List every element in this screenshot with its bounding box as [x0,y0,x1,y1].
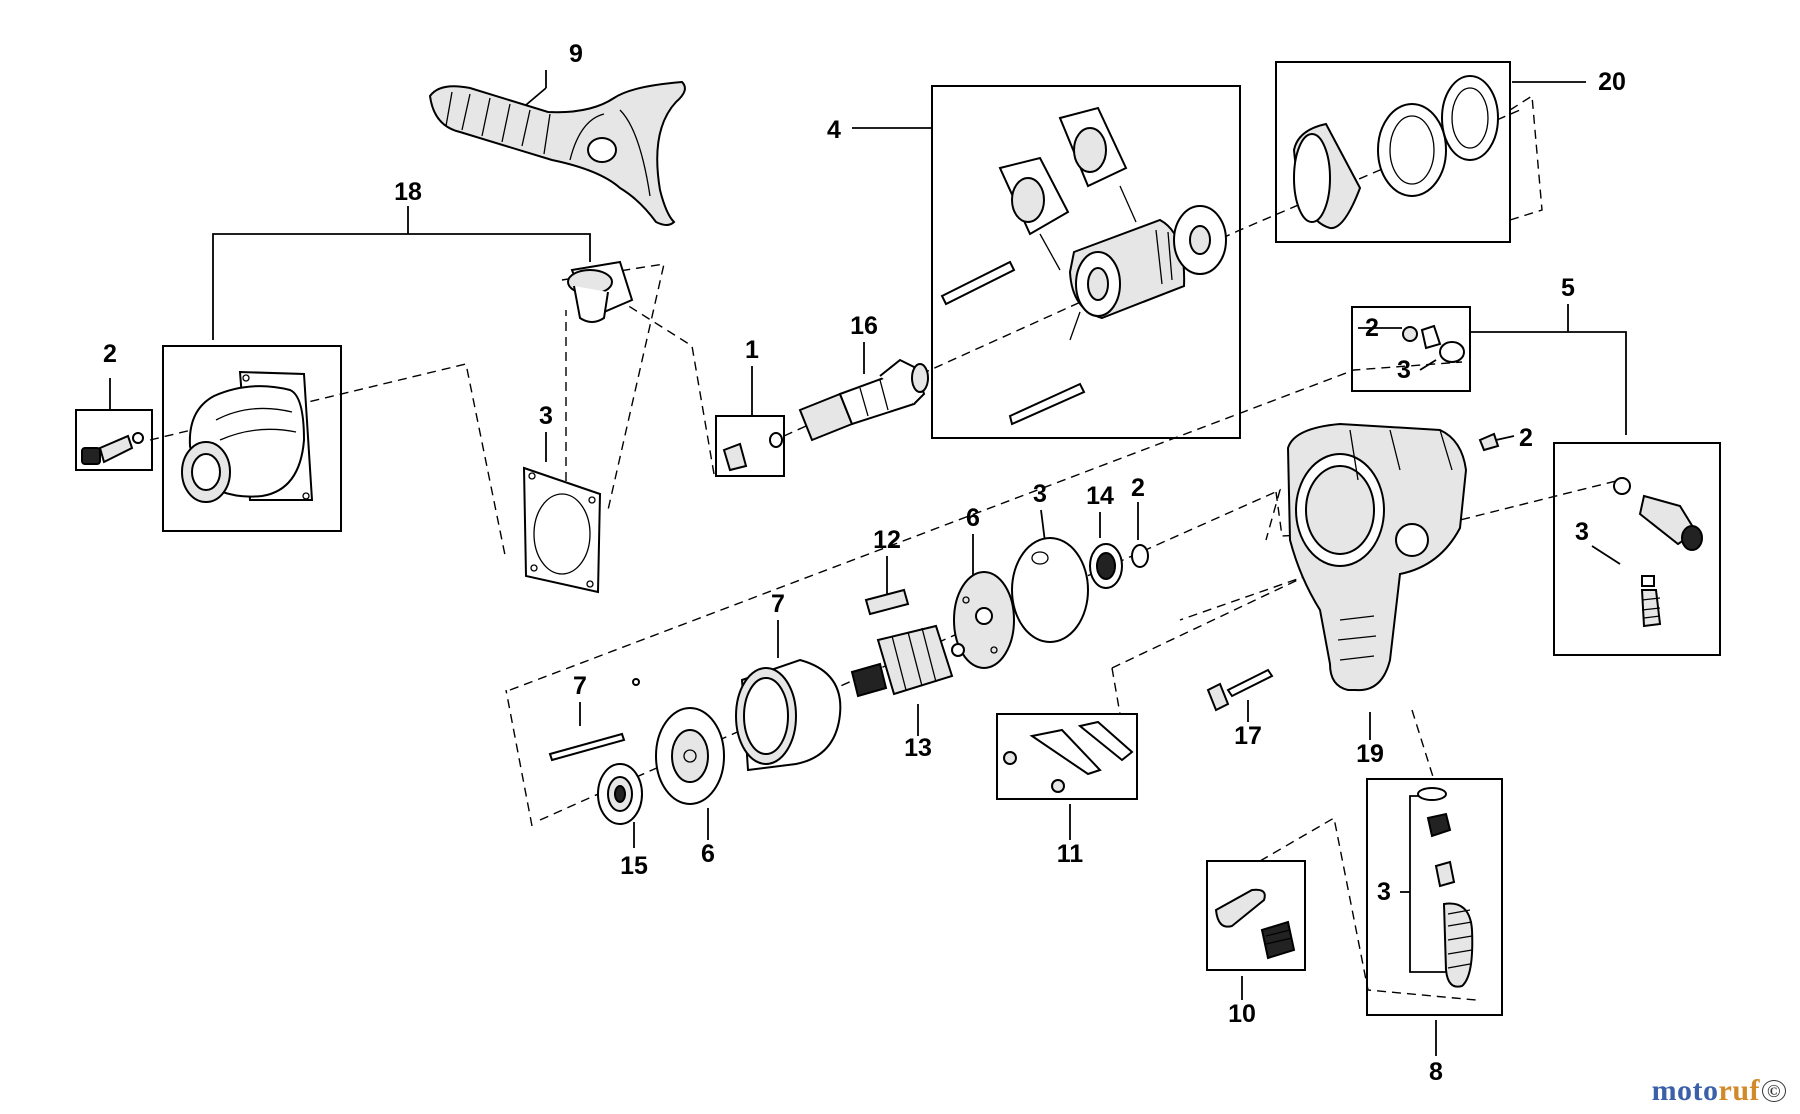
callout-1: 1 [745,336,759,364]
part-12-blade [864,588,910,616]
part-2-3-valve-parts [1402,324,1465,363]
part-6-rear-plate [953,571,1015,669]
callout-12: 12 [873,526,901,554]
callout-20: 20 [1598,68,1626,96]
callout-3-throttle: 3 [1377,878,1391,906]
part-7-cylinder [735,658,842,772]
dash-muffler [1259,816,1477,1001]
callout-3-valve: 3 [1397,356,1411,384]
frame-5-reverse [1553,442,1721,656]
part-8-throttle-valve [1417,787,1474,988]
callout-13: 13 [904,734,932,762]
callout-16: 16 [850,312,878,340]
leader-2c [1495,435,1515,441]
frame-11-lever [996,713,1138,800]
callout-18: 18 [394,178,422,206]
part-18-bushing [567,260,634,323]
part-10-muffler [1214,888,1296,960]
callout-5: 5 [1561,274,1575,302]
watermark-copyright: © [1762,1080,1786,1102]
dash-main-axis [783,109,1521,437]
frame-20-bushing [1275,61,1511,243]
part-9-handle-grip [428,80,686,226]
part-2-plug [1478,432,1500,452]
dash-throttle [1411,709,1435,781]
callout-11: 11 [1057,840,1084,868]
bracket-5 [1470,331,1627,435]
frame-1-nut [715,415,785,477]
callout-7-cylinder: 7 [771,590,785,618]
dash-motor-axis [509,361,1463,691]
part-4-hammer-group [940,106,1227,426]
part-2-washer [1131,544,1149,568]
watermark-logo: motoruf© [1652,1074,1786,1108]
part-18-front-housing [181,370,314,503]
part-1-nut-washer [722,432,783,472]
part-14-bearing [1089,543,1123,589]
leader-3d [1040,509,1046,543]
callout-6-rear: 6 [966,504,980,532]
frame-4-hammer [931,85,1241,439]
callout-2-washer: 2 [1131,474,1145,502]
frame-8-throttle [1366,778,1503,1016]
frame-10-muffler [1206,860,1306,971]
callout-14: 14 [1086,482,1114,510]
part-19-motor-housing [1286,422,1468,692]
dash-lever-down [1111,667,1121,715]
dash-frame20-side [1509,94,1543,221]
callout-6-front: 6 [701,840,715,868]
callout-8: 8 [1429,1058,1443,1086]
frame-18-housing [162,345,342,532]
part-6-front-plate [655,707,725,805]
callout-15: 15 [620,852,648,880]
frame-2-3-valve [1351,306,1471,392]
bracket-18 [212,233,591,340]
callout-2-housing: 2 [1519,424,1533,452]
part-7-pin [548,678,640,762]
callout-7-pin: 7 [573,672,587,700]
callout-2-bolt: 2 [103,340,117,368]
part-3-end-plate [1011,537,1089,643]
part-20-bushing-set [1292,75,1499,230]
watermark-part2: ruf [1718,1074,1761,1107]
dash-motor-lower [505,689,533,827]
callout-3-endplate: 3 [1033,480,1047,508]
part-2-bolt [81,432,144,465]
callout-3-gasket: 3 [539,402,553,430]
bracket-3e [1409,795,1450,973]
part-3-gasket [522,466,602,594]
callout-10: 10 [1228,1000,1256,1028]
dash-nut-16 [599,287,715,475]
part-11-trigger-lever [1003,720,1134,793]
callout-3-reverse: 3 [1575,518,1589,546]
watermark-part1: moto [1651,1074,1719,1107]
part-17-trigger [1206,668,1274,712]
part-16-anvil [798,358,929,442]
part-5-reverse-valve [1613,477,1703,628]
callout-9: 9 [569,40,583,68]
callout-2-valve: 2 [1365,314,1379,342]
part-15-bearing [597,763,643,825]
callout-19: 19 [1356,740,1384,768]
part-13-rotor [850,624,965,698]
leader-3c [1591,545,1621,565]
dash-lever [1111,575,1307,669]
callout-4: 4 [827,116,841,144]
callout-17: 17 [1234,722,1262,750]
